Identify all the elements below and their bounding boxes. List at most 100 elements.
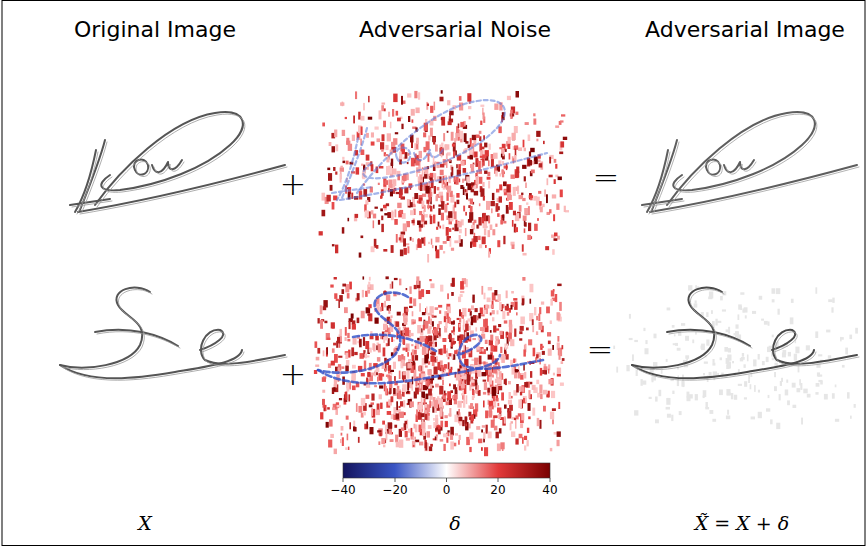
- signature-shade: [62, 290, 287, 381]
- noise-pixel: [551, 391, 555, 398]
- noise-pixel: [508, 400, 512, 405]
- noise-pixel: [431, 352, 436, 356]
- noise-pixel: [520, 317, 525, 325]
- noise-pixel: [494, 104, 498, 110]
- noise-pixel: [511, 421, 514, 423]
- noise-pixel: [458, 409, 460, 415]
- noise-pixel: [424, 237, 426, 246]
- noise-pixel: [369, 405, 373, 408]
- noise-pixel: [476, 426, 480, 430]
- noise-pixel: [345, 366, 349, 372]
- noise-pixel: [439, 245, 442, 250]
- noise-pixel: [419, 383, 423, 390]
- noise-pixel: [371, 373, 375, 376]
- noise-pixel: [381, 216, 383, 221]
- noise-pixel: [438, 208, 441, 215]
- noise-pixel: [449, 228, 452, 232]
- noise-pixel: [334, 449, 337, 455]
- noise-pixel: [366, 395, 370, 399]
- noise-pixel: [432, 386, 434, 388]
- noise-pixel: [409, 297, 412, 303]
- noise-pixel: [504, 405, 507, 409]
- noise-pixel: [516, 167, 519, 174]
- noise-pixel: [432, 316, 437, 318]
- noise-pixel: [414, 370, 417, 378]
- noise-pixel: [361, 311, 365, 319]
- noise-pixel: [528, 223, 531, 231]
- noise-pixel: [379, 433, 382, 437]
- noise-pixel: [449, 408, 451, 417]
- noise-pixel: [555, 125, 559, 128]
- noise-pixel: [383, 348, 386, 357]
- noise-pixel: [513, 359, 516, 363]
- noise-pixel: [449, 318, 451, 324]
- noise-pixel: [508, 137, 511, 145]
- noise-pixel: [345, 117, 347, 119]
- noise-pixel: [534, 307, 536, 315]
- noise-pixel: [463, 325, 465, 330]
- noise-pixel: [407, 199, 410, 206]
- noise-pixel: [411, 428, 413, 436]
- noise-pixel: [478, 161, 481, 170]
- noise-pixel: [370, 427, 374, 434]
- noise-pixel: [478, 390, 481, 396]
- noise-pixel: [496, 328, 500, 330]
- noise-pixel: [425, 366, 428, 368]
- noise-pixel: [559, 354, 561, 360]
- noise-pixel: [440, 285, 443, 292]
- noise-pixel: [472, 338, 476, 340]
- noise-pixel: [468, 318, 472, 321]
- noise-pixel: [522, 244, 524, 251]
- noise-pixel: [492, 310, 495, 314]
- noise-pixel: [554, 432, 557, 435]
- noise-pixel: [546, 194, 548, 203]
- noise-pixel: [557, 374, 561, 377]
- noise-pixel: [484, 447, 488, 456]
- noise-pixel: [500, 331, 504, 339]
- noise-pixel: [467, 183, 471, 190]
- noise-pixel: [510, 423, 512, 430]
- noise-pixel: [415, 355, 418, 360]
- noise-pixel: [391, 315, 393, 318]
- noise-pixel: [485, 340, 488, 344]
- noise-pixel: [489, 377, 492, 385]
- noise-pixel: [428, 389, 432, 396]
- noise-pixel: [503, 182, 507, 187]
- noise-pixel: [361, 373, 365, 376]
- noise-pixel: [378, 373, 382, 381]
- noise-pixel: [543, 406, 546, 412]
- noise-pixel: [380, 208, 383, 211]
- noise-pixel: [480, 327, 484, 331]
- noise-pixel: [480, 150, 484, 157]
- noise-pixel: [434, 173, 437, 181]
- noise-pixel: [425, 404, 427, 408]
- noise-pixel: [380, 307, 382, 312]
- noise-pixel: [500, 347, 502, 353]
- noise-pixel: [511, 431, 515, 437]
- noise-pixel: [486, 425, 488, 434]
- noise-pixel: [459, 417, 463, 421]
- noise-pixel: [459, 435, 461, 440]
- noise-pixel: [432, 245, 434, 248]
- noise-pixel: [478, 313, 481, 319]
- noise-pixel: [541, 302, 544, 305]
- noise-pixel: [355, 91, 357, 99]
- noise-pixel: [332, 407, 335, 410]
- noise-pixel: [444, 204, 447, 213]
- noise-pixel: [386, 276, 389, 279]
- noise-pixel: [488, 388, 490, 395]
- noise-pixel: [448, 432, 450, 436]
- noise-pixel: [448, 211, 452, 218]
- noise-pixel: [330, 285, 333, 288]
- noise-pixel: [529, 195, 533, 198]
- speckle-pixel: [732, 361, 734, 363]
- noise-pixel: [466, 177, 470, 183]
- noise-pixel: [518, 399, 522, 408]
- noise-pixel: [433, 422, 436, 428]
- noise-pixel: [367, 372, 370, 377]
- noise-pixel: [423, 147, 426, 152]
- noise-pixel: [513, 298, 517, 301]
- noise-pixel: [501, 354, 505, 363]
- noise-pixel: [390, 439, 394, 442]
- noise-pixel: [524, 208, 528, 215]
